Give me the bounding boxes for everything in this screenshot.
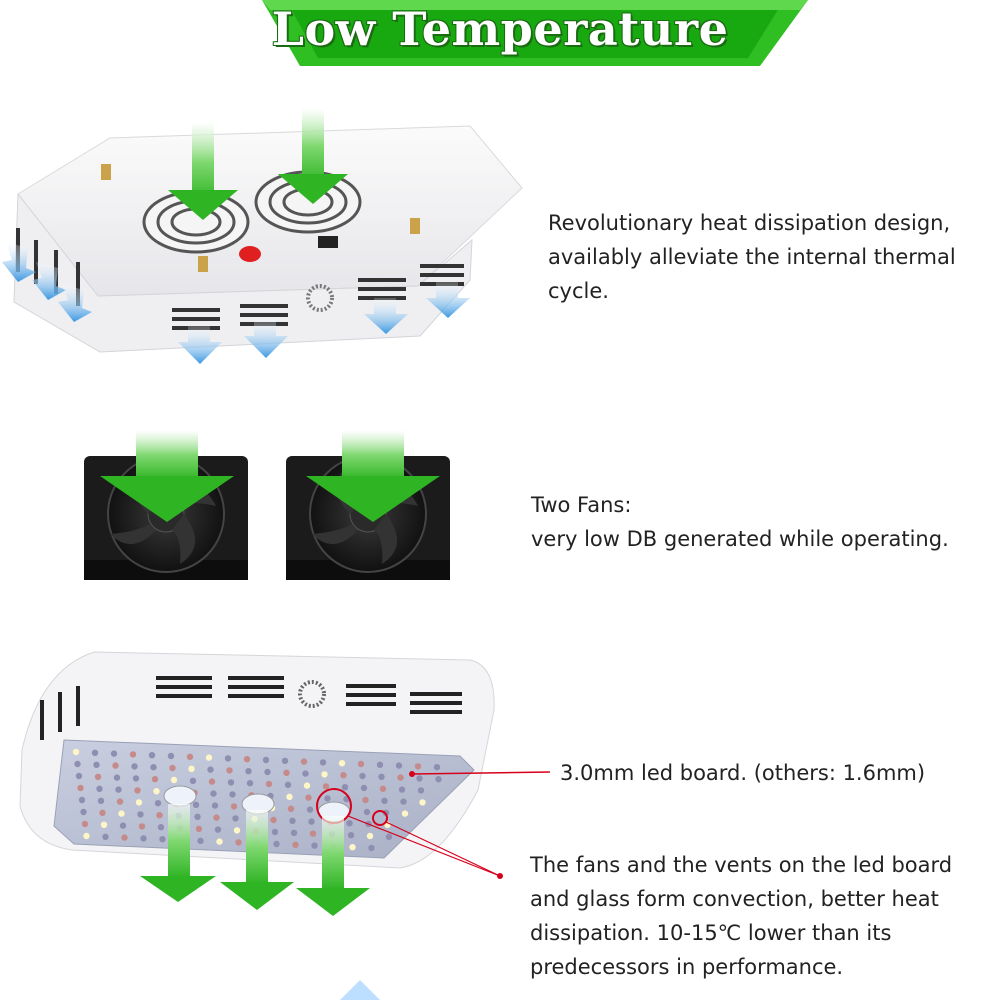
banner-title: Low Temperature [271, 2, 729, 56]
board-line-2: and glass form convection, better heat [530, 887, 939, 911]
board-line-1: The fans and the vents on the led board [530, 853, 953, 877]
two-fans-text: Two Fans: very low DB generated while op… [531, 488, 949, 556]
intake-arrow-left-icon [168, 122, 238, 220]
led-board-callout: 3.0mm led board. (others: 1.6mm) [560, 761, 926, 785]
exhaust-arrows [2, 242, 470, 364]
heat-dissipation-text: Revolutionary heat dissipation design, a… [548, 206, 956, 308]
fans-line-1: Two Fans: [531, 493, 632, 517]
heat-line-3: cycle. [548, 279, 609, 303]
fans-line-2: very low DB generated while operating. [531, 527, 949, 551]
led-board-bottom-view [19, 651, 551, 1000]
power-switch-icon [318, 236, 338, 248]
intake-arrow-right-icon [278, 108, 348, 204]
top-fan-left [142, 190, 250, 254]
board-line-4: predecessors in performance. [530, 955, 844, 979]
heat-line-1: Revolutionary heat dissipation design, [548, 211, 951, 235]
heat-line-2: availably alleviate the internal thermal [548, 245, 956, 269]
fan-arrow-right-icon [306, 430, 440, 522]
two-fans-illustration [84, 430, 450, 580]
led-light-top-view [2, 108, 523, 364]
board-line-3: dissipation. 10-15℃ lower than its [530, 921, 892, 945]
convection-text: The fans and the vents on the led board … [530, 848, 952, 984]
banner: Low Temperature [0, 0, 1000, 80]
convection-arrow-1-icon [140, 804, 216, 902]
convection-arrow-3-icon [296, 816, 370, 916]
convection-arrow-2-icon [220, 810, 294, 910]
callout-circle-small [372, 810, 388, 826]
banner-shape [262, 0, 808, 66]
power-button-icon [239, 246, 261, 262]
fan-arrow-left-icon [100, 430, 234, 522]
